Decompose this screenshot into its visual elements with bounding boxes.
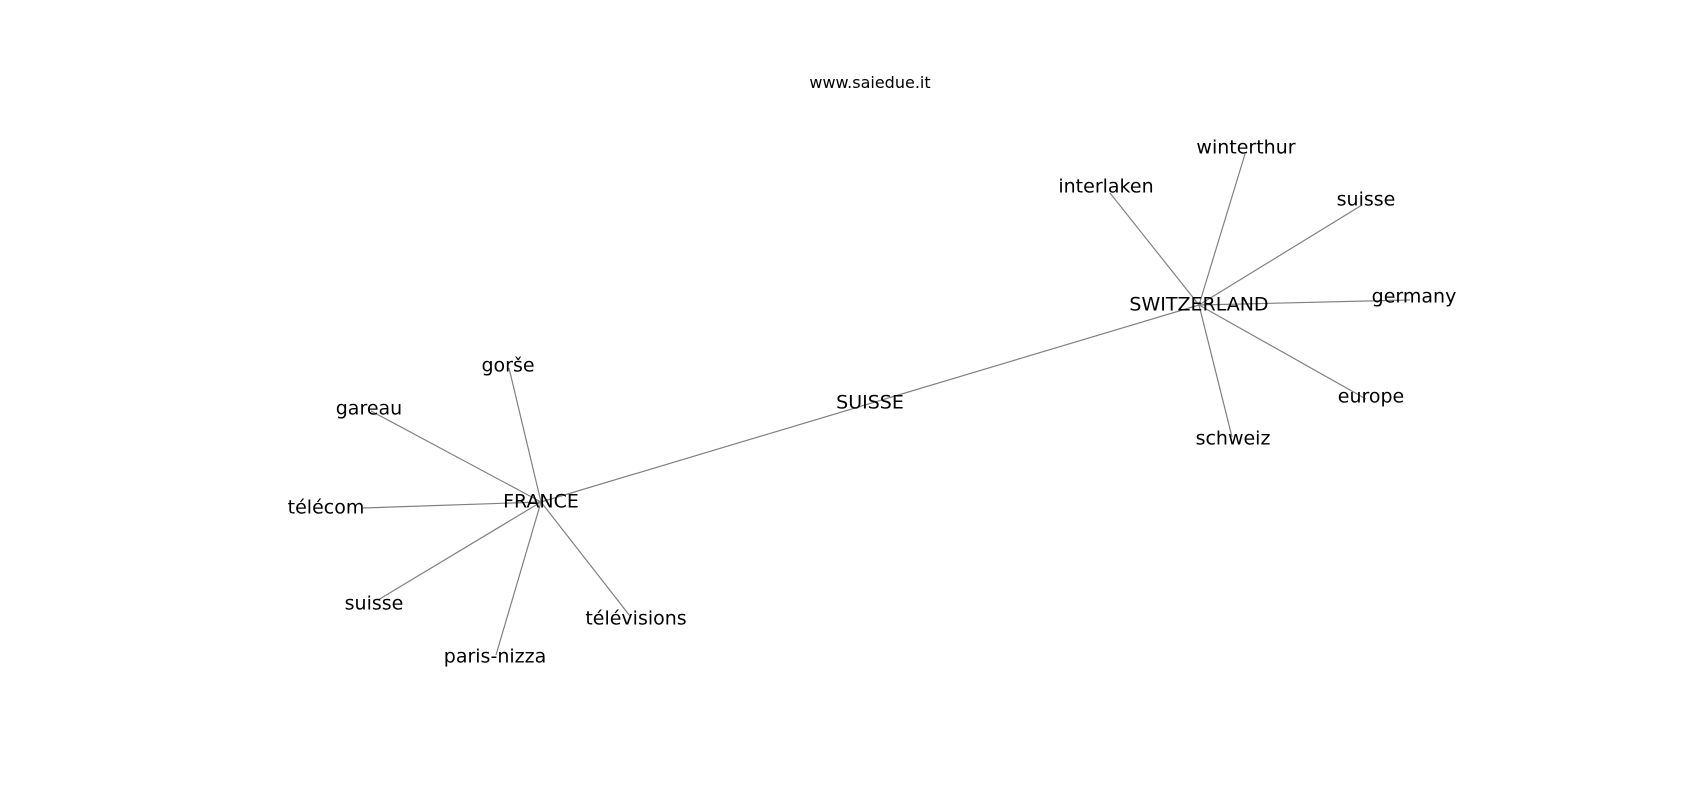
node-label-televisions: télévisions <box>585 608 686 630</box>
edge-france-gareau <box>370 410 542 503</box>
edge-switzerland-schweiz <box>1198 304 1233 438</box>
edge-switzerland-interlaken <box>1109 192 1200 306</box>
node-label-winterthur: winterthur <box>1196 137 1295 159</box>
edge-france-gorse <box>508 367 542 503</box>
node-label-europe: europe <box>1338 386 1405 408</box>
edge-layer <box>362 153 1411 656</box>
node-label-germany: germany <box>1372 286 1457 308</box>
edge-switzerland-winterthur <box>1198 153 1246 306</box>
node-label-gareau: gareau <box>336 398 402 420</box>
edge-france-telecom <box>362 501 542 509</box>
node-label-gorse: gorše <box>481 355 534 377</box>
node-label-suisse-center: SUISSE <box>836 392 904 414</box>
node-label-paris-nizza: paris-nizza <box>444 646 546 668</box>
edge-switzerland-europe <box>1198 304 1367 400</box>
label-layer: SUISSE FRANCE SWITZERLAND gorše gareau téléco… <box>288 137 1457 668</box>
edge-switzerland-germany <box>1198 299 1411 306</box>
edge-france-televisions <box>540 501 631 617</box>
edge-switzerland-suisse-ch <box>1198 204 1363 306</box>
node-label-suisse-fr: suisse <box>345 593 404 615</box>
node-label-suisse-ch: suisse <box>1337 189 1396 211</box>
graph-title: www.saiedue.it <box>809 73 930 92</box>
edge-france-paris-nizza <box>495 501 542 656</box>
node-label-france: FRANCE <box>503 491 579 513</box>
node-label-schweiz: schweiz <box>1196 428 1271 450</box>
node-label-interlaken: interlaken <box>1058 176 1153 198</box>
edge-france-switzerland <box>540 304 1200 503</box>
node-label-switzerland: SWITZERLAND <box>1129 294 1268 316</box>
edge-france-suisse-fr <box>377 501 542 601</box>
node-label-telecom: télécom <box>288 497 365 519</box>
